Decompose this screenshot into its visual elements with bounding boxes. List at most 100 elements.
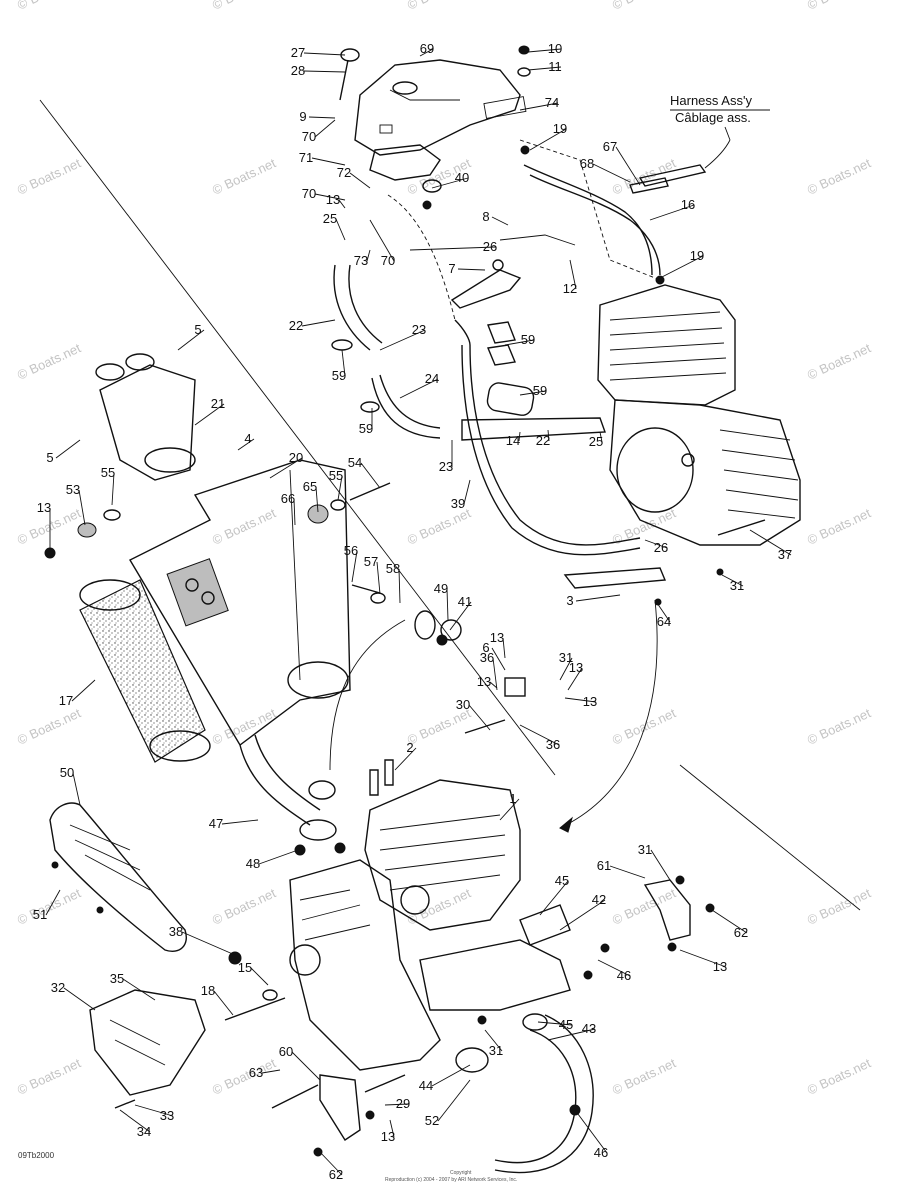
oil-cap xyxy=(339,48,360,101)
callout-40: 40 xyxy=(455,170,469,185)
callout-leader-34 xyxy=(119,1109,151,1133)
callout-13: 13 xyxy=(490,630,504,645)
callout-leader-74 xyxy=(519,102,559,111)
callout-leader-31 xyxy=(721,574,744,587)
bolt-37 xyxy=(717,519,766,536)
callout-10: 10 xyxy=(548,41,562,56)
callout-leader-31 xyxy=(484,1029,503,1052)
watermark-text: © Boats.net xyxy=(805,155,873,198)
callout-9: 9 xyxy=(299,109,306,124)
callout-56: 56 xyxy=(344,543,358,558)
callout-23: 23 xyxy=(439,459,453,474)
callout-leader-61 xyxy=(609,865,646,879)
hose-22 xyxy=(333,264,371,351)
callout-leader-22 xyxy=(547,429,550,442)
callout-leader-25 xyxy=(335,218,346,241)
callout-leader-13 xyxy=(567,667,583,691)
callout-leader-45 xyxy=(537,1021,573,1026)
callout-52: 52 xyxy=(425,1113,439,1128)
callout-31: 31 xyxy=(638,842,652,857)
callout-46: 46 xyxy=(617,968,631,983)
bracket-60 xyxy=(319,1074,361,1141)
callout-55: 55 xyxy=(101,465,115,480)
gasket-48 xyxy=(308,780,336,800)
watermark-text: © Boats.net xyxy=(210,1055,278,1098)
callout-leader-70 xyxy=(369,219,395,262)
callout-leader-68 xyxy=(592,163,631,183)
harness-assembly-label-fr: Câblage ass. xyxy=(675,110,751,125)
section-divider-line xyxy=(39,99,556,776)
callout-72: 72 xyxy=(337,165,351,180)
callout-leader-21 xyxy=(194,403,225,426)
callout-21: 21 xyxy=(211,396,225,411)
heat-shield-50 xyxy=(69,824,151,891)
callout-27: 27 xyxy=(291,45,305,60)
callout-leader-10 xyxy=(527,48,562,53)
pipe-23 xyxy=(454,319,471,346)
spark-plugs-2 xyxy=(369,759,394,796)
watermark-text: © Boats.net xyxy=(405,505,473,548)
callout-leader-13 xyxy=(679,949,727,968)
callout-leader-49 xyxy=(446,588,449,621)
callout-leader-13 xyxy=(564,697,597,703)
callout-leader-23 xyxy=(379,329,426,351)
watermark-text: © Boats.net xyxy=(15,885,83,928)
callout-50: 50 xyxy=(60,765,74,780)
callout-1: 1 xyxy=(509,791,516,806)
callout-leader-26 xyxy=(644,539,668,549)
watermark-text: © Boats.net xyxy=(15,1055,83,1098)
diagram-code: 09Tb2000 xyxy=(18,1151,55,1160)
callout-14: 14 xyxy=(506,433,520,448)
callout-23: 23 xyxy=(412,322,426,337)
callout-41: 41 xyxy=(458,594,472,609)
callout-16: 16 xyxy=(681,197,695,212)
gasket-44 xyxy=(455,1047,489,1073)
callout-leader-15 xyxy=(250,967,269,986)
watermark-text: © Boats.net xyxy=(210,505,278,548)
callout-31: 31 xyxy=(730,578,744,593)
callout-leader-41 xyxy=(449,601,472,631)
tail-pipe-47 xyxy=(254,734,321,811)
watermark-text: © Boats.net xyxy=(210,0,278,13)
callout-60: 60 xyxy=(279,1044,293,1059)
callout-leader-46 xyxy=(574,1109,608,1154)
callout-61: 61 xyxy=(597,858,611,873)
callout-leader-38 xyxy=(181,931,236,956)
harness-pointer-line xyxy=(724,126,731,141)
callout-leader-16 xyxy=(649,204,695,221)
callout-53: 53 xyxy=(66,482,80,497)
callout-62: 62 xyxy=(734,925,748,940)
exhaust-silencer-lower xyxy=(289,859,441,1071)
callout-35: 35 xyxy=(110,971,124,986)
callout-leader-2 xyxy=(394,747,417,771)
engine-block xyxy=(597,284,801,546)
callout-leader-4 xyxy=(237,438,255,451)
section-divider-line xyxy=(679,764,861,911)
callout-leader-40 xyxy=(431,177,469,189)
watermark-text: © Boats.net xyxy=(805,885,873,928)
callout-45: 45 xyxy=(555,873,569,888)
callout-leader-59 xyxy=(341,349,346,377)
callout-leader-8 xyxy=(491,216,509,226)
callout-71: 71 xyxy=(299,150,313,165)
callout-8: 8 xyxy=(482,209,489,224)
callout-leader-53 xyxy=(78,489,86,526)
intake-silencer-top xyxy=(354,59,521,181)
watermark-text: © Boats.net xyxy=(15,340,83,383)
watermark-text: © Boats.net xyxy=(610,0,678,13)
callout-leaders xyxy=(45,48,792,1176)
callout-29: 29 xyxy=(396,1096,410,1111)
cylinder-head-1 xyxy=(364,779,521,931)
muffler-body-20 xyxy=(129,459,351,747)
callout-labels: 1234556789101112131313131313131314151617… xyxy=(33,41,792,1182)
watermark-text: © Boats.net xyxy=(15,155,83,198)
hose-39 xyxy=(469,344,641,546)
callout-67: 67 xyxy=(603,139,617,154)
callout-68: 68 xyxy=(580,156,594,171)
callout-leader-62 xyxy=(317,1149,343,1176)
callout-leader-63 xyxy=(261,1069,281,1074)
copyright-notice: Copyright xyxy=(450,1170,472,1176)
heat-guard-32 xyxy=(89,989,206,1096)
watermark-text: © Boats.net xyxy=(805,0,873,13)
callout-24: 24 xyxy=(425,371,439,386)
